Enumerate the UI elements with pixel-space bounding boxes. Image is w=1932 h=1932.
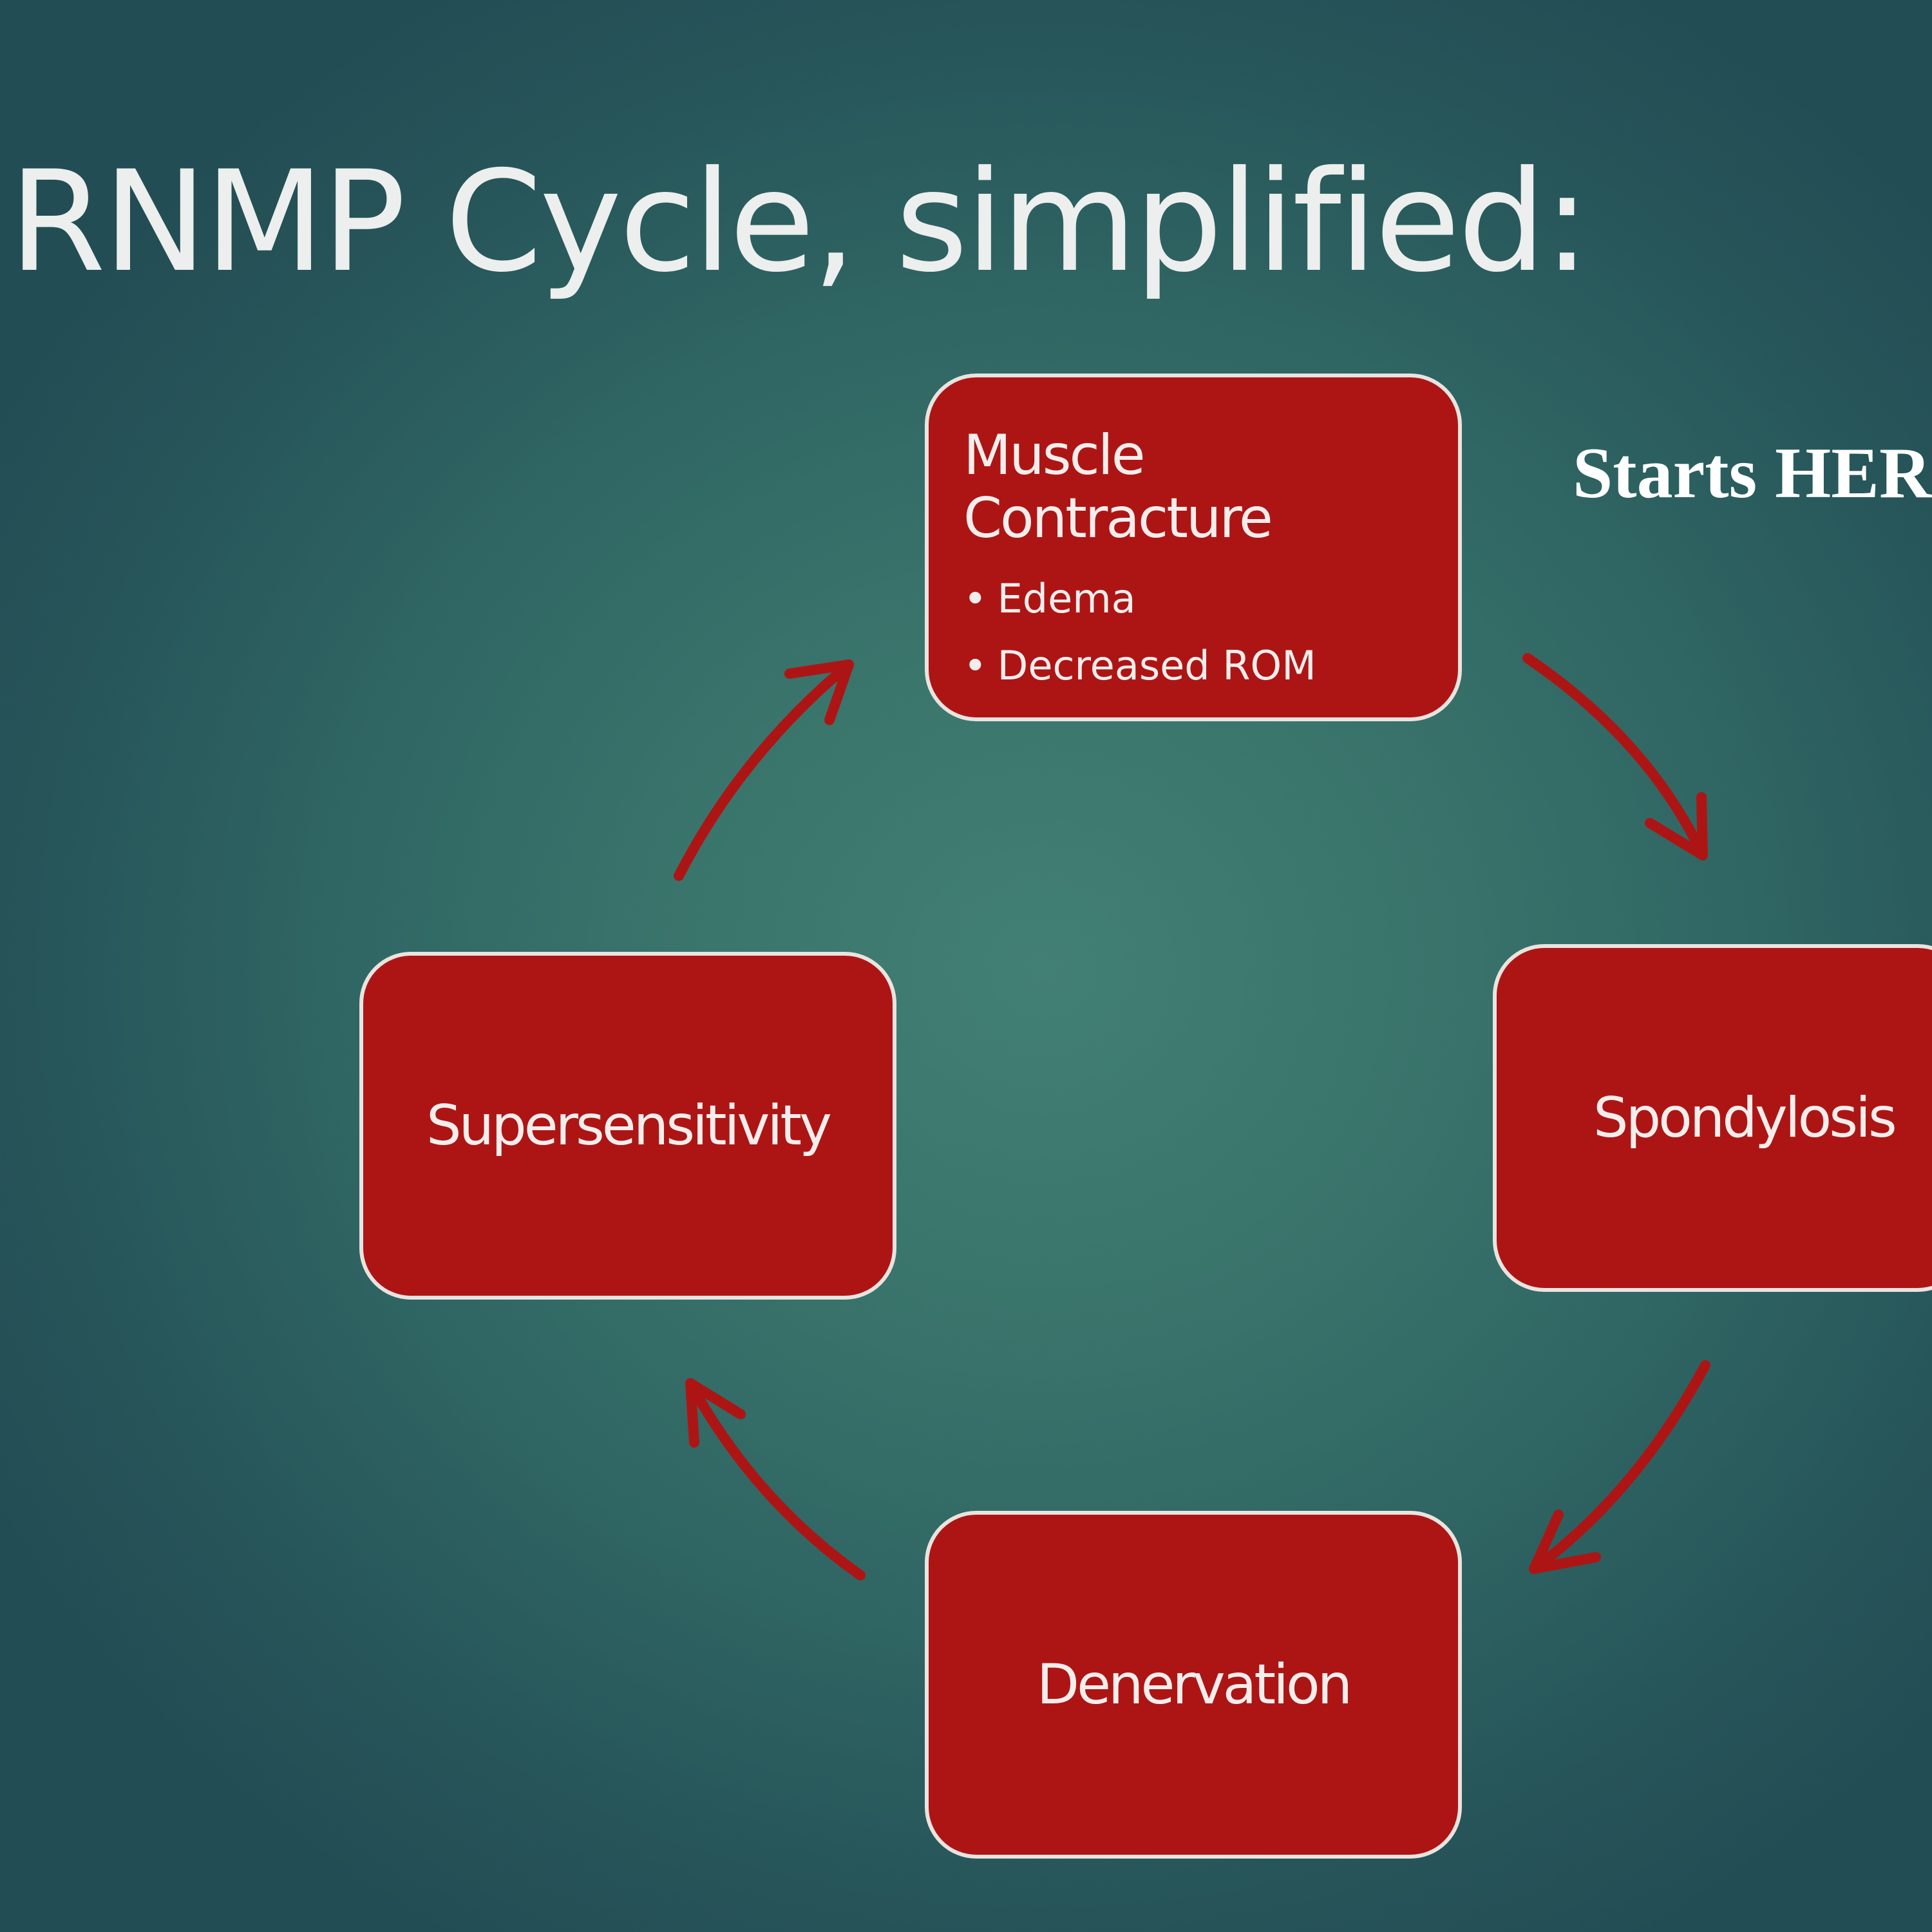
- bullet-icon: •: [963, 575, 987, 622]
- starts-here-note: Starts HERE: [1573, 433, 1932, 513]
- node-spondylosis: Spondylosis: [1493, 944, 1932, 1292]
- node-muscle-contracture-heading: Muscle Contracture: [963, 424, 1458, 550]
- node-muscle-contracture: Muscle Contracture •Edema •Decreased ROM: [925, 374, 1462, 721]
- node-heading-line-1: Muscle: [963, 423, 1146, 488]
- node-heading-line-2: Contracture: [963, 486, 1273, 551]
- node-denervation-label: Denervation: [1036, 1653, 1352, 1717]
- node-spondylosis-label: Spondylosis: [1593, 1086, 1897, 1150]
- node-muscle-contracture-bullets: •Edema •Decreased ROM: [963, 565, 1458, 699]
- bullet-text-edema: Edema: [997, 575, 1136, 622]
- list-item: •Decreased ROM: [963, 632, 1458, 699]
- node-supersensitivity: Supersensitivity: [359, 952, 896, 1300]
- arrow-supersensitivity-to-contracture: [674, 659, 854, 881]
- list-item: •Edema: [963, 565, 1458, 632]
- node-supersensitivity-label: Supersensitivity: [426, 1094, 832, 1158]
- arrow-contracture-to-spondylosis: [1522, 653, 1708, 860]
- arrow-denervation-to-supersensitivity: [685, 1378, 866, 1580]
- arrow-spondylosis-to-denervation: [1529, 1360, 1710, 1574]
- bullet-icon: •: [963, 642, 987, 689]
- slide-title: RNMP Cycle, simplified:: [9, 141, 1590, 303]
- bullet-text-decreased-rom: Decreased ROM: [997, 642, 1316, 689]
- node-denervation: Denervation: [925, 1511, 1462, 1859]
